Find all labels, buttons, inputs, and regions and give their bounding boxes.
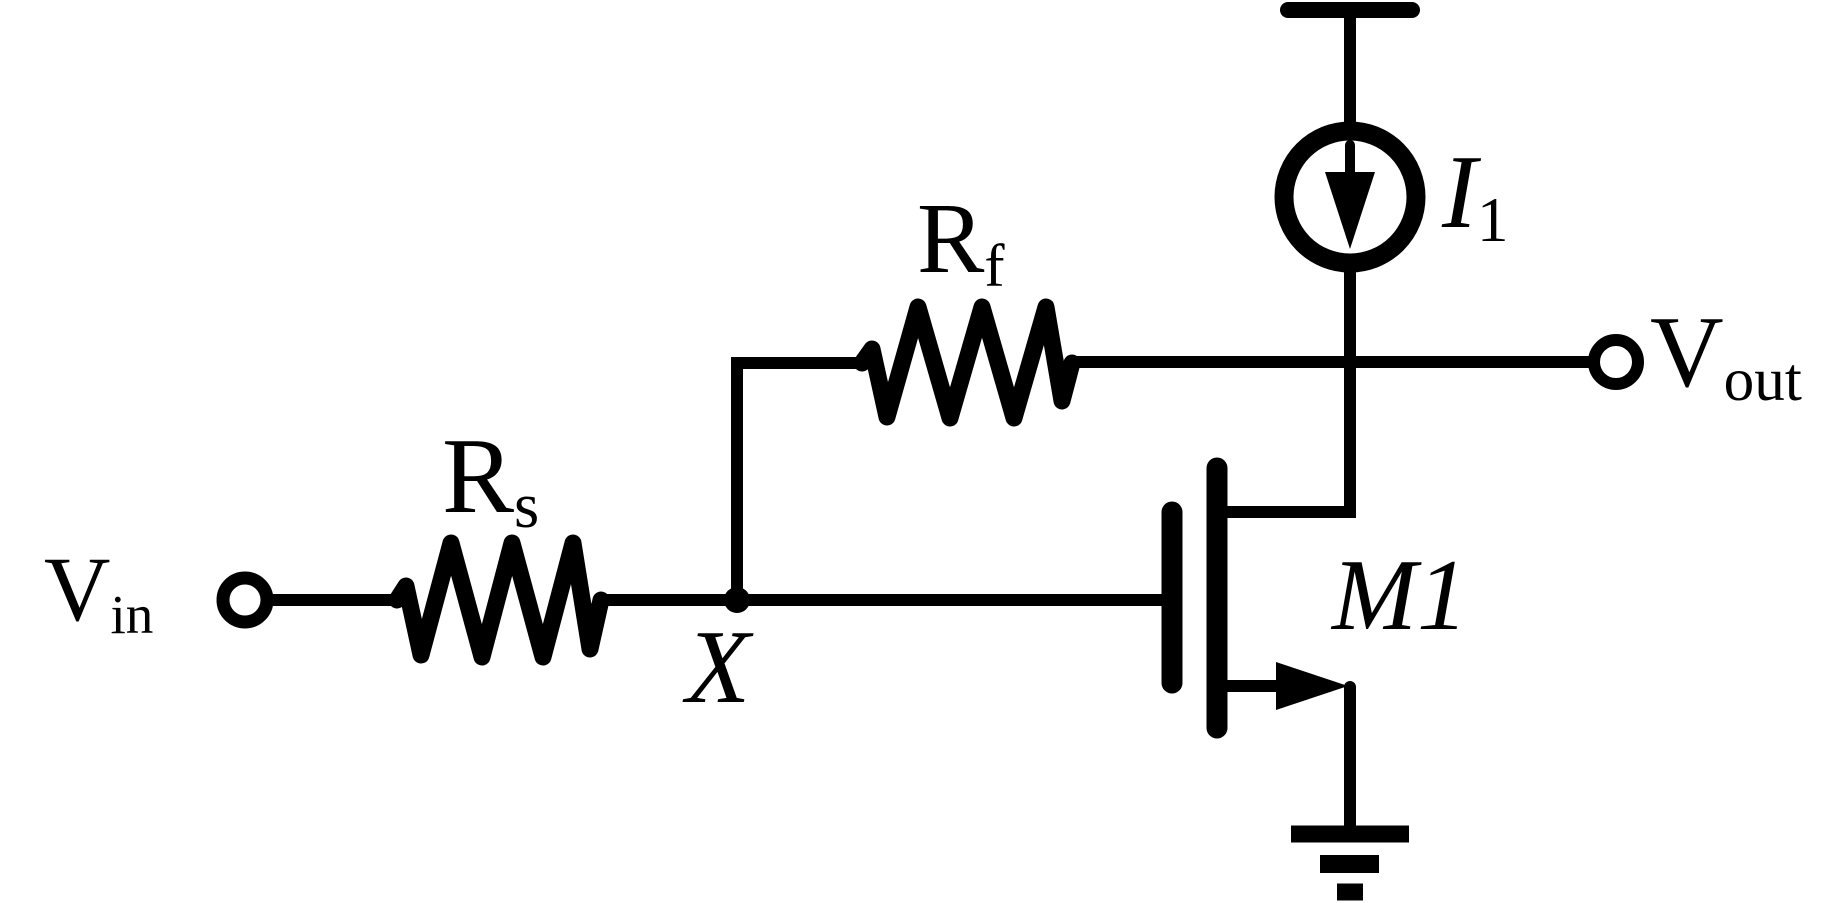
m1-label-suffix: 1 [1416, 539, 1468, 652]
rf-label-sub: f [984, 232, 1005, 300]
drain-branch-wire [1224, 266, 1356, 518]
rf-feedback-branch [731, 298, 1081, 600]
vout-label-sub: out [1723, 346, 1802, 415]
current-source-circle [1274, 121, 1426, 273]
m1-label: M1 [1332, 545, 1468, 647]
vin-label-main: V [44, 538, 111, 640]
i1-label: I1 [1442, 139, 1508, 252]
vdd-rail [1280, 2, 1420, 128]
feedback-wire [731, 357, 866, 600]
output-net [1072, 334, 1644, 390]
vout-label-main: V [1650, 296, 1724, 409]
vin-label: Vin [44, 543, 153, 642]
ground-symbol [1291, 825, 1409, 901]
vin-label-sub: in [110, 583, 154, 645]
rs-resistor-symbol [388, 534, 610, 666]
vout-terminal-circle [1588, 334, 1644, 390]
nmos-transistor-symbol [1161, 457, 1356, 833]
node-x-label-main: X [686, 608, 751, 725]
rs-zigzag [388, 534, 610, 666]
i1-label-sub: 1 [1476, 185, 1509, 256]
drain-wire [1224, 266, 1356, 518]
rf-label-main: R [917, 182, 985, 294]
i1-label-main: I [1442, 133, 1477, 250]
rs-label-sub: s [514, 469, 540, 542]
node-x-label: X [686, 614, 750, 719]
rf-label: Rf [917, 188, 1005, 297]
rf-zigzag [853, 298, 1081, 427]
vout-label: Vout [1650, 302, 1802, 411]
m1-label-main: M [1332, 539, 1417, 652]
current-arrow-down-icon [1325, 172, 1375, 249]
source-arrow-icon [1276, 662, 1348, 710]
current-source-symbol [1274, 121, 1426, 273]
vin-terminal-circle [216, 571, 274, 629]
rs-label-main: R [442, 417, 515, 536]
rs-label: Rs [442, 423, 539, 539]
